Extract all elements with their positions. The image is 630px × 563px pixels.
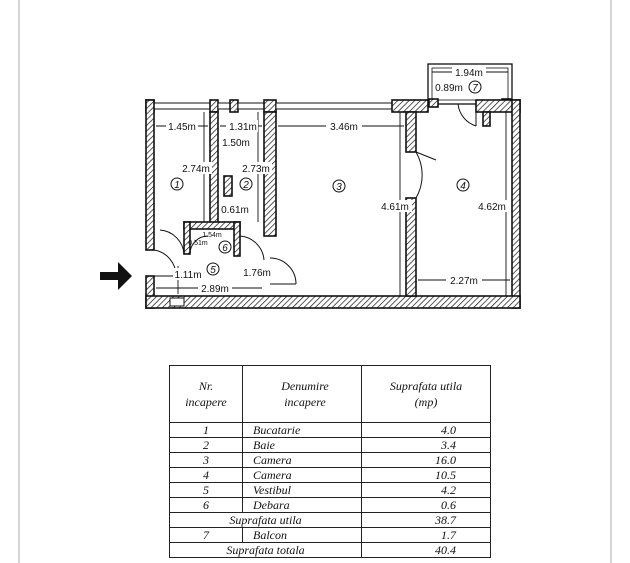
dim-2-73: 2.73m (242, 164, 270, 175)
room-marker-3: 3 (332, 179, 346, 193)
room-marker-7: 7 (468, 80, 482, 94)
dim-4-61: 4.61m (381, 202, 409, 213)
room-marker-4: 4 (456, 178, 470, 192)
dim-1-50: 1.50m (222, 138, 250, 149)
svg-text:6: 6 (222, 243, 228, 254)
header-area: Suprafata utila(mp) (361, 365, 491, 423)
dim-0-51: 0.51m (188, 240, 208, 247)
room-marker-2: 2 (239, 177, 253, 191)
entrance-arrow-icon (100, 262, 132, 290)
room-markers: 1 2 3 4 5 6 7 (170, 80, 482, 276)
floor-plan: 1 2 3 4 5 6 7 1.45m 1.31m 3.46m 1.94m 0.… (100, 63, 521, 309)
dim-2-74: 2.74m (182, 164, 210, 175)
svg-text:5: 5 (210, 265, 216, 276)
dim-1-54: 1.54m (202, 232, 222, 239)
page-border-right (610, 0, 612, 563)
svg-text:2: 2 (242, 180, 249, 191)
svg-text:7: 7 (472, 83, 478, 94)
dim-1-11: 1.11m (174, 270, 201, 281)
dim-3-46: 3.46m (330, 122, 358, 133)
dim-2-89: 2.89m (201, 284, 229, 295)
room-marker-1: 1 (170, 177, 184, 191)
doors (153, 103, 477, 285)
dim-1-94: 1.94m (455, 68, 483, 79)
dim-1-45: 1.45m (168, 122, 196, 133)
dimension-labels: 1.45m 1.31m 3.46m 1.94m 0.89m 1.50m 2.74… (166, 66, 509, 295)
page-border-left (18, 0, 20, 563)
dim-0-61: 0.61m (221, 205, 249, 216)
window-bath (217, 102, 231, 110)
dim-1-31: 1.31m (229, 122, 257, 133)
outer-walls (145, 99, 521, 309)
dim-1-76: 1.76m (243, 268, 271, 279)
room-marker-6: 6 (218, 240, 232, 254)
svg-text:1: 1 (174, 180, 180, 191)
dim-2-27: 2.27m (450, 276, 478, 287)
svg-text:4: 4 (460, 181, 466, 192)
header-nr: Nr.incapere (169, 365, 243, 423)
window-room-3 (275, 102, 393, 110)
dim-4-62: 4.62m (478, 202, 506, 213)
room-marker-5: 5 (206, 262, 220, 276)
window-kitchen (153, 102, 211, 110)
dim-0-89: 0.89m (435, 83, 463, 94)
svg-text:3: 3 (336, 182, 342, 193)
